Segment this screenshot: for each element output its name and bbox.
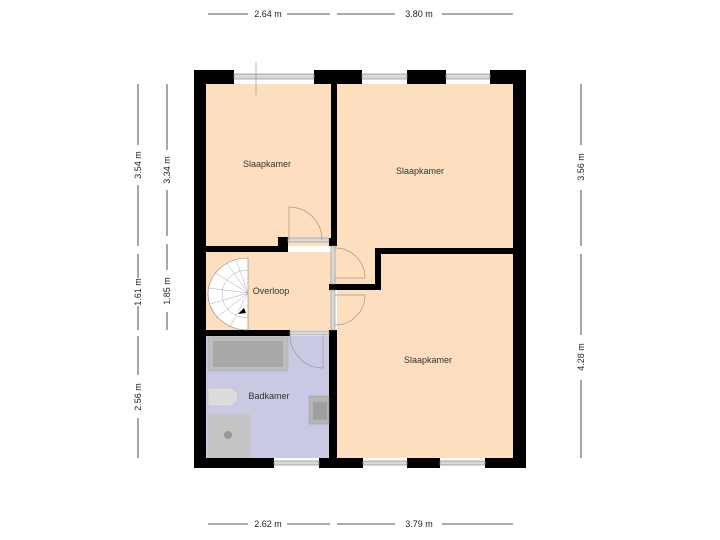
dim-left-inner-1: 3.34 m — [162, 156, 172, 184]
dim-top-left: 2.64 m — [254, 9, 282, 19]
door-frames — [287, 237, 336, 336]
room-label-slaapkamer-2: Slaapkamer — [396, 166, 444, 176]
dim-right-1: 3.56 m — [576, 153, 586, 181]
room-slaapkamer-1-fill — [206, 84, 331, 246]
room-label-slaapkamer-1: Slaapkamer — [243, 159, 291, 169]
room-label-slaapkamer-3: Slaapkamer — [404, 355, 452, 365]
toilet-icon — [207, 387, 239, 407]
bathroom-fixtures — [207, 336, 330, 458]
outer-walls — [194, 70, 526, 468]
room-label-overloop: Overloop — [253, 286, 290, 296]
dim-bottom-left: 2.62 m — [254, 519, 282, 529]
stair-arrow-icon — [238, 308, 246, 314]
dim-bottom-right: 3.79 m — [405, 519, 433, 529]
door-swings — [288, 206, 366, 369]
windows — [233, 73, 491, 466]
dim-top-right: 3.80 m — [405, 9, 433, 19]
dimension-lines — [137, 13, 582, 525]
room-slaapkamer-2-fill — [337, 84, 513, 248]
dim-left-outer-3: 2.56 m — [133, 383, 143, 411]
spiral-stair — [207, 257, 249, 331]
dim-left-outer-1: 3.54 m — [133, 151, 143, 179]
dim-right-2: 4.28 m — [576, 343, 586, 371]
dim-left-outer-2: 1.61 m — [133, 278, 143, 306]
room-label-badkamer: Badkamer — [248, 391, 289, 401]
interior-walls — [206, 84, 513, 458]
dim-left-inner-2: 1.85 m — [162, 277, 172, 305]
